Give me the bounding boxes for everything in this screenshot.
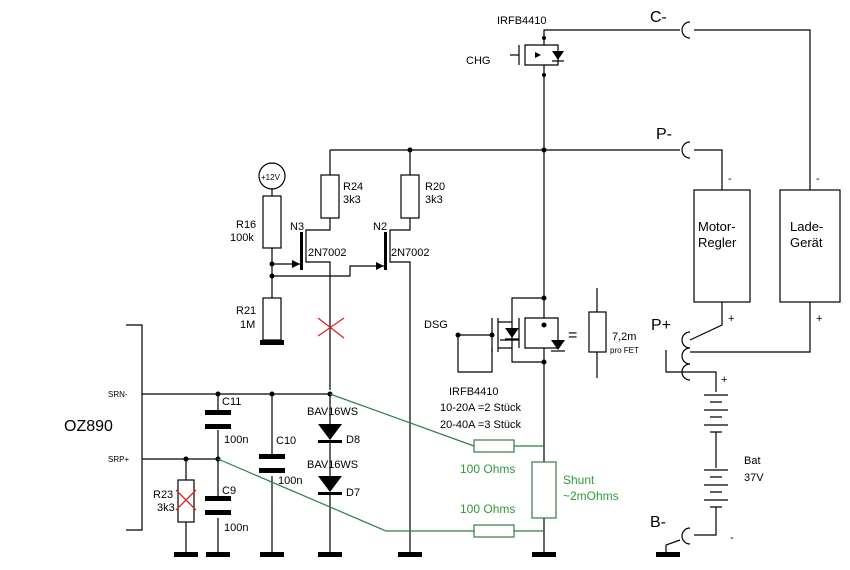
motor-controller-box bbox=[693, 189, 751, 303]
p-minus-connector bbox=[681, 141, 691, 159]
c10-capacitor bbox=[259, 394, 285, 557]
shunt-resistance-label: 7,2m bbox=[612, 331, 636, 343]
bat-name: Bat bbox=[744, 455, 761, 467]
c9-capacitor bbox=[205, 459, 231, 557]
chg-label: CHG bbox=[466, 55, 490, 67]
motor-label-2: Regler bbox=[698, 235, 737, 250]
r20-resistor bbox=[400, 174, 420, 219]
supply-12v-label: +12V bbox=[261, 173, 281, 182]
chg-fet bbox=[510, 36, 564, 77]
charger-minus-label: - bbox=[816, 173, 820, 185]
r21-resistor bbox=[262, 297, 282, 341]
r24-resistor bbox=[320, 174, 340, 219]
shunt-label-2: ~2mOhms bbox=[563, 489, 619, 503]
p-minus-wire bbox=[694, 149, 723, 190]
charger-box bbox=[779, 189, 841, 303]
r24-name: R24 bbox=[343, 181, 363, 193]
srn-label: SRN- bbox=[108, 390, 128, 399]
d7-name: D7 bbox=[346, 487, 360, 499]
c-minus-label: C- bbox=[650, 9, 667, 26]
ground-symbol bbox=[656, 552, 680, 557]
bat-minus-label: - bbox=[730, 532, 734, 544]
sense-wire-srn bbox=[329, 393, 475, 447]
filter-r2-label: 100 Ohms bbox=[460, 502, 515, 516]
filter-resistor-2 bbox=[473, 524, 515, 538]
c9-value: 100n bbox=[224, 522, 248, 534]
dsg-count-2: 20-40A =3 Stück bbox=[440, 419, 522, 431]
c-minus-connector bbox=[681, 21, 691, 39]
n2-name: N2 bbox=[373, 221, 387, 233]
n3-part: 2N7002 bbox=[308, 247, 347, 259]
c10-value: 100n bbox=[278, 475, 302, 487]
c9-name: C9 bbox=[222, 485, 236, 497]
filter-r1-label: 100 Ohms bbox=[460, 462, 515, 476]
r23-value: 3k3 bbox=[157, 502, 175, 514]
d8-part: BAV16WS bbox=[307, 406, 358, 418]
motor-label-1: Motor- bbox=[698, 219, 736, 234]
c10-name: C10 bbox=[276, 435, 296, 447]
charger-plus-label: + bbox=[816, 313, 822, 325]
motor-minus-label: - bbox=[728, 173, 732, 185]
d7-part: BAV16WS bbox=[307, 459, 358, 471]
r23-name: R23 bbox=[153, 489, 173, 501]
sense-wire-srp bbox=[217, 458, 474, 532]
charger-label-1: Lade- bbox=[790, 219, 823, 234]
removed-mark bbox=[317, 317, 345, 339]
c11-value: 100n bbox=[224, 434, 248, 446]
b-minus-wire bbox=[665, 539, 681, 552]
b-minus-label: B- bbox=[650, 514, 666, 531]
d7-diode bbox=[318, 443, 342, 557]
d8-name: D8 bbox=[346, 434, 360, 446]
c11-capacitor bbox=[205, 394, 231, 459]
sense-resistor-symbol bbox=[588, 288, 607, 378]
dsg-fets bbox=[455, 295, 565, 373]
bat-plus-label: + bbox=[721, 374, 727, 386]
charger-label-2: Gerät bbox=[790, 235, 823, 250]
ground-symbol bbox=[398, 552, 422, 557]
bat-voltage: 37V bbox=[744, 472, 764, 484]
n3-mosfet bbox=[272, 150, 340, 390]
dsg-fet-label: IRFB4410 bbox=[449, 386, 499, 398]
dsg-label: DSG bbox=[424, 319, 448, 331]
r21-name: R21 bbox=[236, 305, 256, 317]
shunt-resistor bbox=[531, 461, 557, 519]
ic-label: OZ890 bbox=[64, 418, 113, 435]
filter-resistor-1 bbox=[473, 439, 515, 453]
equals-sign: = bbox=[568, 327, 577, 344]
r20-name: R20 bbox=[425, 181, 445, 193]
ground-symbol bbox=[532, 552, 556, 557]
n2-mosfet bbox=[272, 150, 420, 555]
r16-value: 100k bbox=[230, 232, 254, 244]
junction bbox=[541, 147, 547, 153]
r24-value: 3k3 bbox=[343, 194, 361, 206]
chg-fet-label: IRFB4410 bbox=[497, 15, 547, 27]
oz890-outline bbox=[126, 324, 143, 531]
c-minus-wire bbox=[543, 29, 811, 190]
r21-value: 1M bbox=[240, 319, 255, 331]
b-minus-connector bbox=[681, 527, 691, 545]
p-plus-label: P+ bbox=[651, 317, 671, 334]
n2-part: 2N7002 bbox=[391, 247, 430, 259]
p-plus-connector bbox=[681, 331, 691, 381]
r23-resistor bbox=[174, 459, 198, 557]
r16-name: R16 bbox=[236, 219, 256, 231]
p-minus-label: P- bbox=[656, 126, 672, 143]
srp-label: SRP+ bbox=[108, 455, 129, 464]
shunt-label-1: Shunt bbox=[563, 473, 595, 487]
battery bbox=[694, 385, 728, 536]
motor-plus-label: + bbox=[728, 313, 734, 325]
shunt-resistance-note: pro FET bbox=[610, 346, 639, 355]
ground-symbol bbox=[260, 340, 284, 345]
p-plus-wire bbox=[665, 302, 811, 385]
dsg-count-1: 10-20A =2 Stück bbox=[440, 402, 522, 414]
d8-diode bbox=[318, 394, 342, 443]
c11-name: C11 bbox=[222, 396, 241, 408]
r16-resistor bbox=[262, 195, 282, 249]
n3-name: N3 bbox=[290, 221, 304, 233]
r20-value: 3k3 bbox=[425, 194, 443, 206]
